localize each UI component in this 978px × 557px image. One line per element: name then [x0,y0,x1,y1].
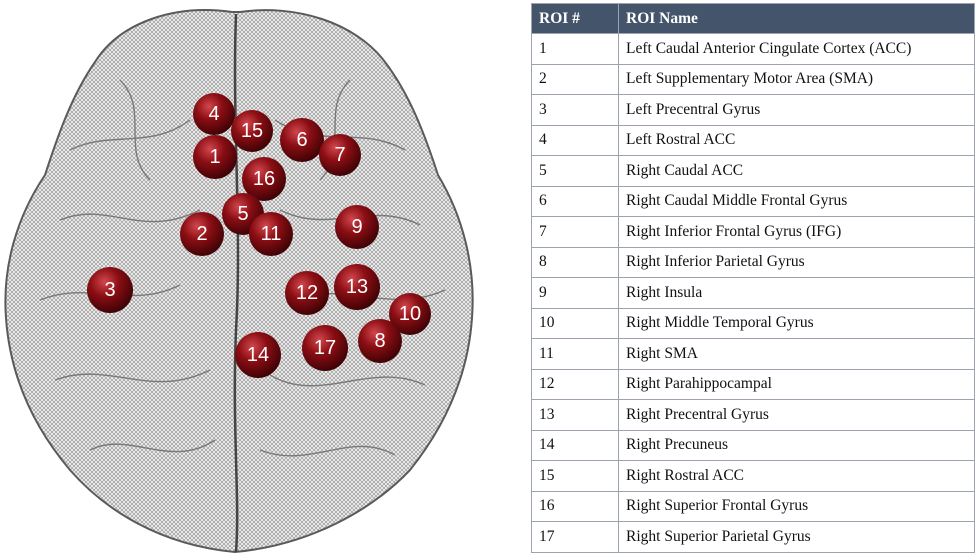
roi-sphere: 9 [335,205,379,249]
roi-sphere: 1 [193,135,237,179]
roi-number: 13 [531,399,619,431]
roi-name: Left Supplementary Motor Area (SMA) [618,63,975,95]
roi-label: 7 [334,144,345,166]
roi-name: Right Inferior Parietal Gyrus [618,246,975,278]
roi-name: Left Caudal Anterior Cingulate Cortex (A… [618,33,975,65]
roi-number: 16 [531,490,619,522]
roi-sphere: 16 [242,157,286,201]
roi-number: 8 [531,246,619,278]
midline-fissure [233,13,240,553]
header-roi-name: ROI Name [618,3,975,34]
roi-sphere: 15 [231,110,273,152]
roi-number: 12 [531,368,619,400]
roi-name: Right Precuneus [618,429,975,461]
roi-label: 10 [399,303,421,325]
roi-number: 7 [531,216,619,248]
roi-sphere: 10 [389,293,431,335]
roi-name: Right Superior Parietal Gyrus [618,521,975,553]
roi-name: Right Rostral ACC [618,460,975,492]
roi-name: Right SMA [618,338,975,370]
roi-label: 6 [296,129,307,151]
roi-name: Left Precentral Gyrus [618,94,975,126]
roi-name: Left Rostral ACC [618,124,975,156]
roi-label: 1 [209,146,220,168]
roi-label: 12 [296,282,318,304]
roi-sphere: 17 [302,325,348,371]
roi-sphere: 7 [319,134,361,176]
roi-label: 4 [208,103,219,125]
roi-sphere: 14 [235,332,281,378]
roi-label: 11 [261,223,282,245]
roi-sphere: 11 [249,212,293,256]
roi-name: Right Insula [618,277,975,309]
roi-number: 15 [531,460,619,492]
roi-sphere: 3 [87,267,133,313]
header-roi-number: ROI # [531,3,619,34]
roi-number: 11 [531,338,619,370]
brain-figure: 4 15 6 7 1 16 5 2 [4,9,474,554]
roi-sphere: 8 [358,319,402,363]
roi-label: 5 [237,203,248,225]
roi-label: 16 [253,168,275,190]
brain-outline [4,9,474,554]
roi-name: Right Precentral Gyrus [618,399,975,431]
roi-name: Right Middle Temporal Gyrus [618,307,975,339]
roi-label: 2 [196,223,207,245]
roi-number: 9 [531,277,619,309]
roi-name: Right Parahippocampal [618,368,975,400]
roi-number: 6 [531,185,619,217]
roi-number: 4 [531,124,619,156]
roi-sphere: 6 [280,118,324,162]
roi-number: 3 [531,94,619,126]
roi-label: 9 [351,216,362,238]
roi-label: 17 [314,337,336,359]
roi-label: 8 [374,330,385,352]
table-header-row: ROI # ROI Name [531,3,975,34]
roi-number: 14 [531,429,619,461]
roi-label: 15 [241,120,263,142]
roi-number: 1 [531,33,619,65]
roi-name: Right Superior Frontal Gyrus [618,490,975,522]
roi-name: Right Inferior Frontal Gyrus (IFG) [618,216,975,248]
roi-number: 17 [531,521,619,553]
roi-sphere: 4 [193,93,235,135]
roi-sphere: 2 [180,212,224,256]
roi-name: Right Caudal Middle Frontal Gyrus [618,185,975,217]
roi-sphere: 13 [334,264,380,310]
roi-number: 10 [531,307,619,339]
roi-number: 5 [531,155,619,187]
roi-label: 3 [104,279,115,301]
roi-name: Right Caudal ACC [618,155,975,187]
roi-number: 2 [531,63,619,95]
roi-label: 13 [346,276,368,298]
brain-svg: 4 15 6 7 1 16 5 2 [4,9,474,554]
roi-label: 14 [247,344,269,366]
roi-sphere: 12 [285,271,329,315]
